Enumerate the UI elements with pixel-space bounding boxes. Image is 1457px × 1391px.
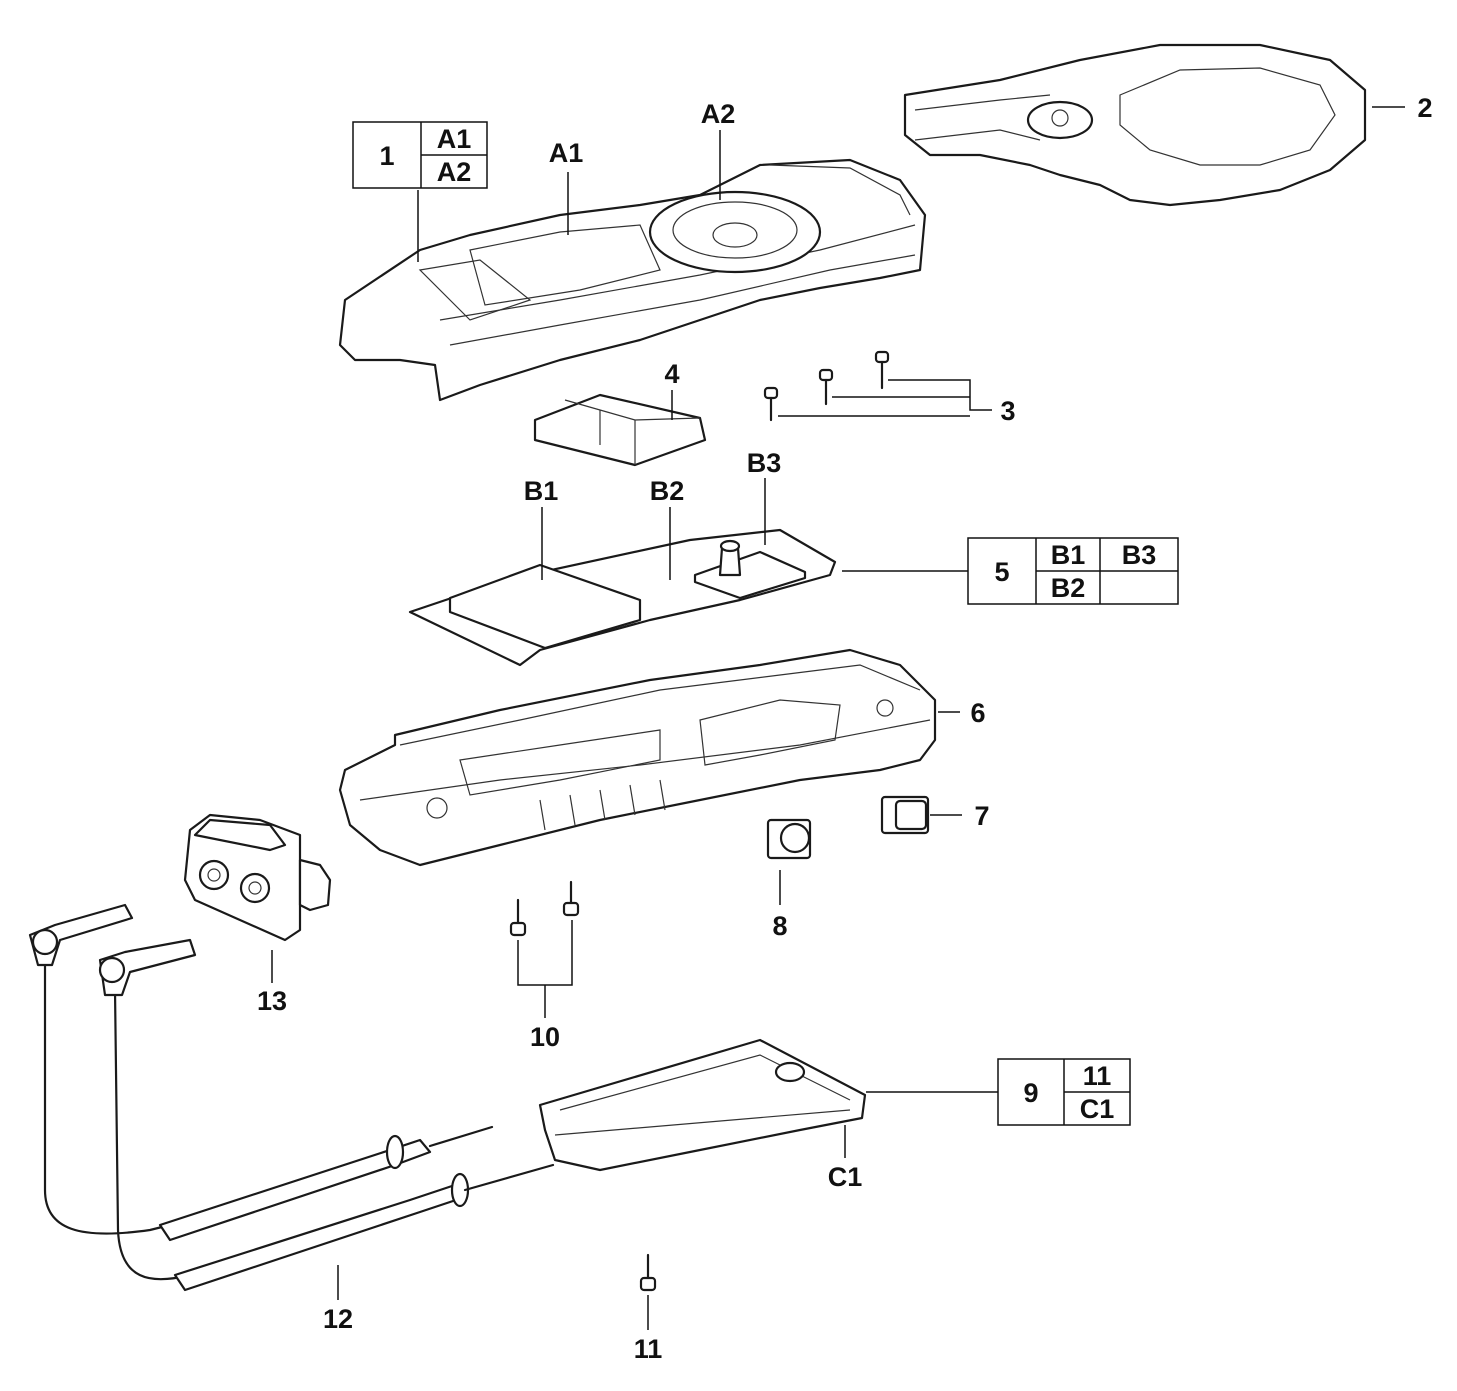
screws-10-part [509, 880, 580, 937]
label-10: 10 [530, 1022, 560, 1052]
assembly-table-1: 1 A1 A2 [352, 121, 488, 189]
label-4: 4 [664, 359, 679, 389]
test-leads-part [28, 903, 555, 1292]
screw-11-part [639, 1253, 657, 1292]
label-7: 7 [974, 801, 989, 831]
table-5-cell: B3 [1122, 540, 1157, 570]
label-8: 8 [772, 911, 787, 941]
button-8-part [766, 818, 812, 860]
clamp-jaw-part [903, 43, 1367, 207]
label-a2: A2 [701, 99, 736, 129]
label-6: 6 [970, 698, 985, 728]
table-5-cell: B2 [1051, 573, 1086, 603]
table-5-main: 5 [994, 557, 1009, 587]
screws-3-part [763, 350, 890, 422]
label-2: 2 [1417, 93, 1432, 123]
jack-socket-part [183, 813, 332, 942]
table-1-cell: A1 [437, 124, 472, 154]
table-9-main: 9 [1023, 1078, 1038, 1108]
table-5-cell: B1 [1051, 540, 1086, 570]
label-11: 11 [634, 1334, 663, 1364]
label-b3: B3 [747, 448, 782, 478]
label-b1: B1 [524, 476, 559, 506]
assembly-table-9: 9 11 C1 [997, 1058, 1131, 1126]
label-3: 3 [1000, 396, 1015, 426]
battery-cover-part [538, 1038, 867, 1172]
label-a1: A1 [549, 138, 584, 168]
top-housing-part [338, 158, 927, 402]
table-9-cell: 11 [1083, 1061, 1112, 1091]
circuit-board-part [408, 528, 837, 667]
callout-labels: A2 A1 2 4 3 B3 B1 B2 6 7 8 13 10 C1 12 1… [257, 93, 1433, 1364]
assembly-table-5: 5 B1 B3 B2 [967, 537, 1179, 605]
label-12: 12 [323, 1304, 353, 1334]
label-13: 13 [257, 986, 287, 1016]
button-7-part [880, 795, 930, 835]
table-1-main: 1 [379, 141, 394, 171]
table-9-cell: C1 [1080, 1094, 1115, 1124]
leader-lines [271, 106, 1405, 1330]
table-1-cell: A2 [437, 157, 472, 187]
bottom-housing-part [338, 648, 937, 867]
label-b2: B2 [650, 476, 685, 506]
label-c1: C1 [828, 1162, 863, 1192]
lcd-window-part [533, 393, 707, 467]
